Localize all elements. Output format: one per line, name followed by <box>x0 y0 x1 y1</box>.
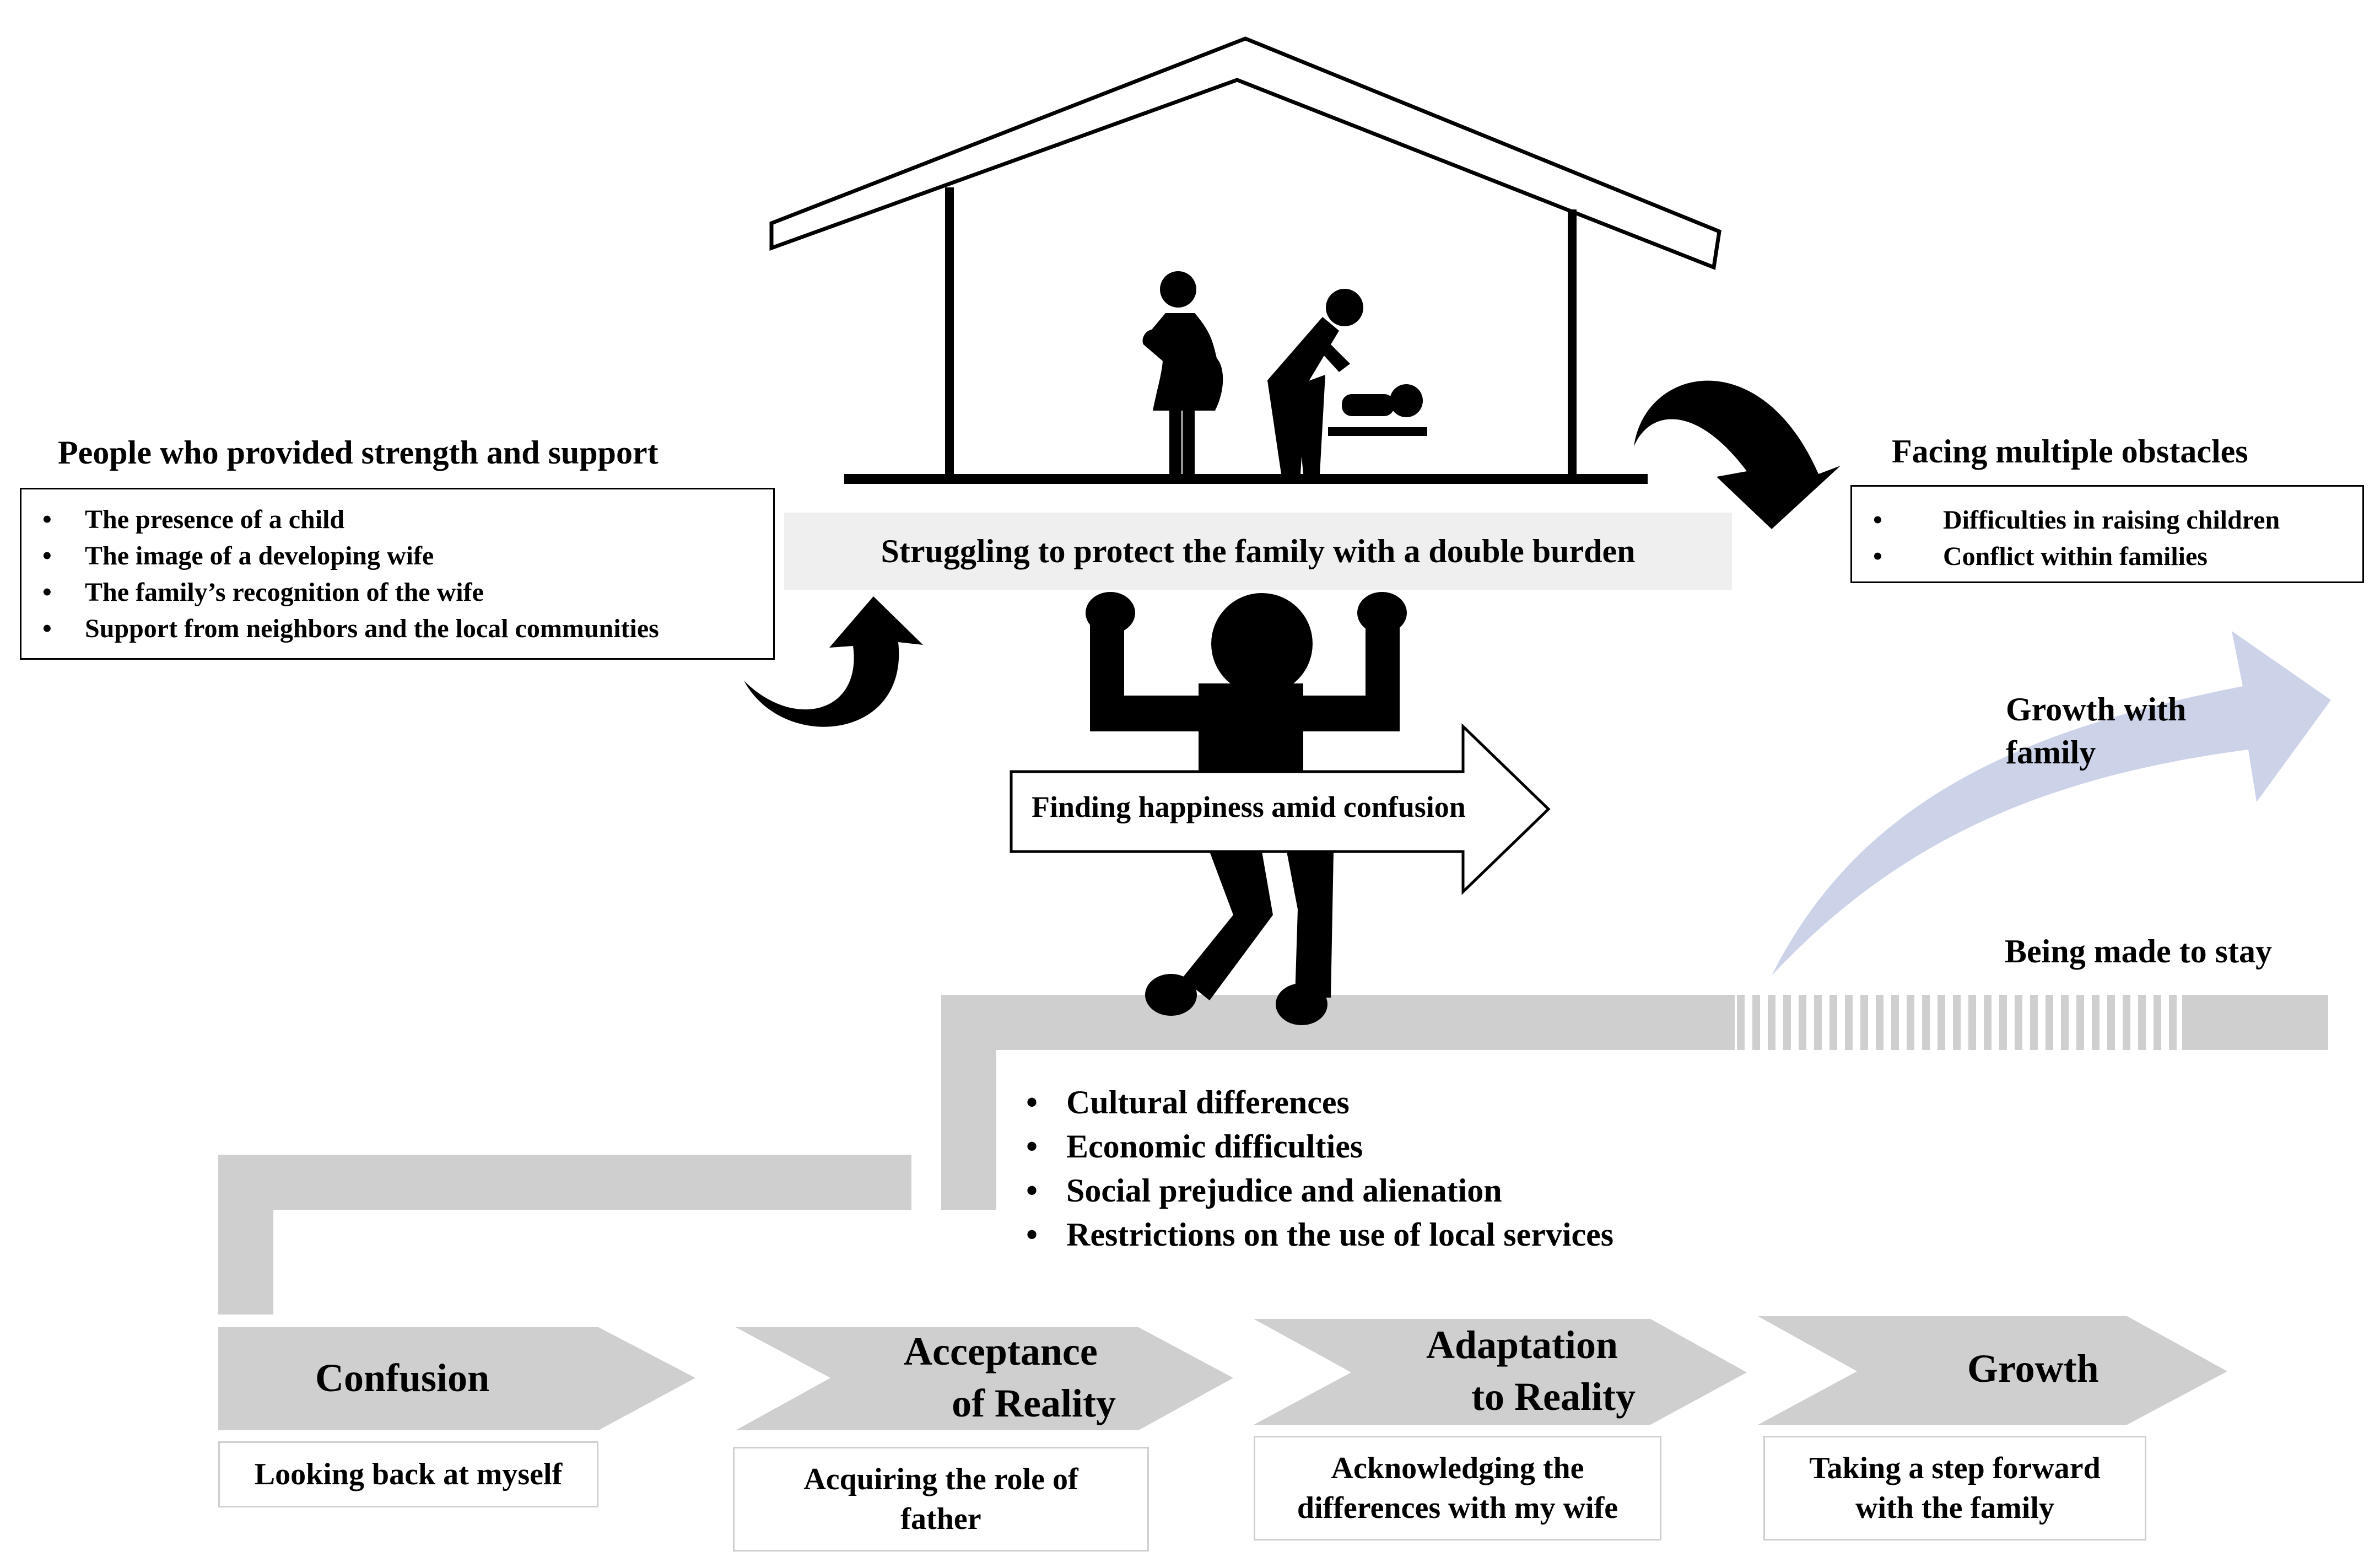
step-upper-horizontal <box>941 995 1735 1050</box>
stay-dash <box>2107 995 2115 1050</box>
stage-growth-title: Growth <box>1967 1346 2099 1391</box>
step-lower-horizontal <box>218 1155 911 1210</box>
barriers-list: Cultural differences Economic difficulti… <box>1021 1080 1613 1257</box>
list-item: The image of a developing wife <box>21 538 773 574</box>
list-item: Restrictions on the use of local service… <box>1021 1213 1613 1257</box>
stage-growth-desc-line1: Taking a step forward <box>1809 1451 2101 1485</box>
stay-dash <box>1922 995 1930 1050</box>
list-item: Economic difficulties <box>1021 1124 1613 1168</box>
person-lifting-house-icon <box>1086 592 1407 1025</box>
center-title: Struggling to protect the family with a … <box>881 532 1636 569</box>
obstacles-list: Difficulties in raising children Conflic… <box>1852 502 2362 575</box>
stay-dash <box>2061 995 2069 1050</box>
stage-adaptation-title: Adaptation to Reality <box>1426 1319 1636 1423</box>
list-item: Cultural differences <box>1021 1080 1613 1124</box>
stay-dash <box>1783 995 1791 1050</box>
stay-dash <box>2015 995 2022 1050</box>
stage-adaptation-desc-line1: Acknowledging the <box>1331 1451 1584 1485</box>
stay-dash <box>2092 995 2100 1050</box>
obstacles-box: Difficulties in raising children Conflic… <box>1850 485 2364 583</box>
stage-chevron-adaptation <box>1254 1319 1747 1425</box>
finding-happiness-label: Finding happiness amid confusion <box>1032 790 1466 823</box>
staying-dashes <box>1737 995 2177 1050</box>
stage-adaptation-desc-line2: differences with my wife <box>1297 1491 1618 1525</box>
stage-confusion-desc: Looking back at myself <box>218 1441 598 1507</box>
stage-chevron-confusion <box>218 1327 695 1430</box>
curved-arrow-icon <box>1634 380 1841 529</box>
stay-dash <box>2138 995 2146 1050</box>
finding-happiness-arrow <box>1010 723 1551 895</box>
stay-dash <box>2030 995 2038 1050</box>
stage-adaptation-line1: Adaptation <box>1426 1323 1618 1367</box>
stay-dash <box>1938 995 1945 1050</box>
list-item: The family’s recognition of the wife <box>21 574 773 611</box>
pregnant-woman-icon <box>1142 271 1223 474</box>
list-item: Support from neighbors and the local com… <box>21 611 773 647</box>
being-made-to-stay-label: Being made to stay <box>2005 933 2272 969</box>
stay-dash <box>1845 995 1853 1050</box>
stay-dash <box>1768 995 1775 1050</box>
support-heading: People who provided strength and support <box>58 434 659 471</box>
father-changing-baby-icon <box>1267 289 1427 474</box>
stay-dash <box>2076 995 2084 1050</box>
list-item: The presence of a child <box>21 502 773 538</box>
stay-dash <box>2154 995 2161 1050</box>
support-box: The presence of a child The image of a d… <box>20 488 775 660</box>
stage-acceptance-desc-line1: Acquiring the role of <box>803 1462 1078 1496</box>
stage-growth-desc: Taking a step forward with the family <box>1763 1436 2146 1541</box>
house-roof <box>769 36 1721 270</box>
stay-dash <box>1968 995 1976 1050</box>
stage-confusion-title: Confusion <box>315 1356 490 1400</box>
stage-chevron-acceptance <box>736 1327 1233 1430</box>
growth-with-family-arrow <box>1772 631 2331 976</box>
center-title-band: Struggling to protect the family with a … <box>784 513 1732 590</box>
support-list: The presence of a child The image of a d… <box>21 502 773 647</box>
house-wall-right <box>1568 209 1577 480</box>
stay-dash <box>1814 995 1822 1050</box>
stage-acceptance-title: Acceptance of Reality <box>904 1326 1116 1429</box>
growth-label-line1: Growth with <box>2006 691 2187 728</box>
list-item: Difficulties in raising children <box>1852 502 2362 538</box>
stage-acceptance-line2: of Reality <box>952 1381 1116 1425</box>
list-item: Conflict within families <box>1852 538 2362 575</box>
stay-dash <box>1860 995 1868 1050</box>
stage-acceptance-desc: Acquiring the role of father <box>733 1447 1149 1552</box>
stay-dash <box>1984 995 1992 1050</box>
step-top-end <box>2182 995 2328 1050</box>
stage-growth-desc-line2: with the family <box>1855 1491 2054 1525</box>
stage-adaptation-desc: Acknowledging the differences with my wi… <box>1254 1436 1661 1541</box>
stage-adaptation-line2: to Reality <box>1471 1375 1636 1419</box>
list-item: Social prejudice and alienation <box>1021 1168 1613 1213</box>
growth-with-family-label: Growth with family <box>2006 688 2186 774</box>
stay-dash <box>2169 995 2177 1050</box>
stay-dash <box>1907 995 1914 1050</box>
stay-dash <box>1752 995 1760 1050</box>
stay-dash <box>1829 995 1837 1050</box>
house-icon <box>769 36 1721 484</box>
stay-dash <box>2123 995 2130 1050</box>
growth-label-line2: family <box>2006 734 2096 771</box>
obstacles-heading: Facing multiple obstacles <box>1892 433 2248 470</box>
stay-dash <box>1953 995 1961 1050</box>
stage-confusion-desc-text: Looking back at myself <box>254 1457 563 1491</box>
house-floor <box>844 474 1648 484</box>
stay-dash <box>2046 995 2053 1050</box>
curved-arrow-icon <box>744 596 923 727</box>
stay-dash <box>1737 995 1745 1050</box>
stay-dash <box>1999 995 2007 1050</box>
stage-chevron-growth <box>1758 1316 2227 1425</box>
stay-dash <box>1891 995 1899 1050</box>
stage-acceptance-desc-line2: father <box>900 1502 981 1536</box>
house-wall-left <box>945 187 954 480</box>
step-path <box>218 995 2328 1315</box>
stage-acceptance-line1: Acceptance <box>904 1329 1098 1374</box>
stay-dash <box>1876 995 1884 1050</box>
stay-dash <box>1799 995 1806 1050</box>
